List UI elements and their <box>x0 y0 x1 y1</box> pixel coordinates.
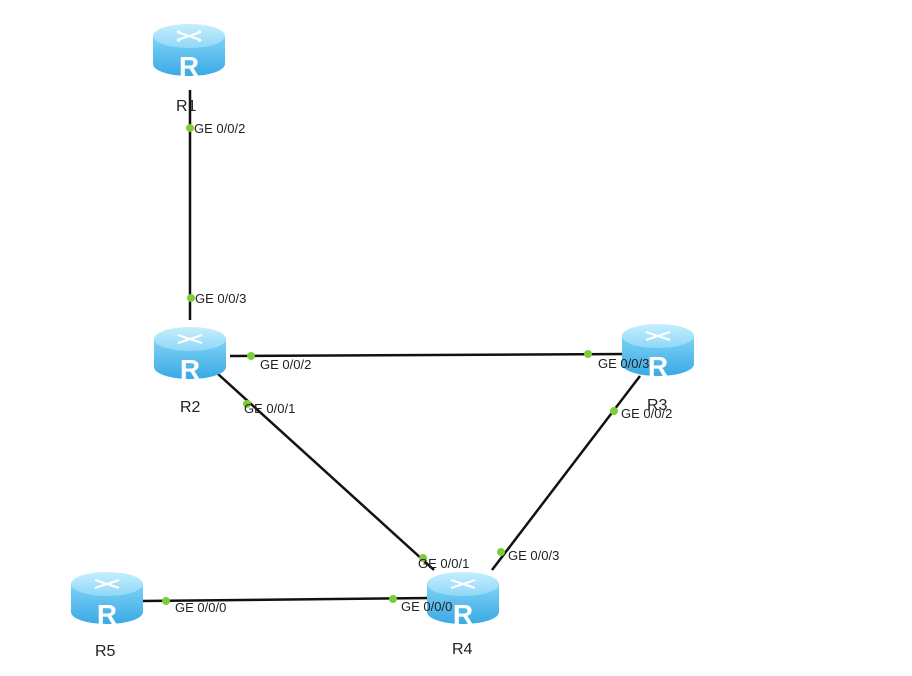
port-dot-r4-ge001 <box>419 554 427 562</box>
port-dot-r2-ge001 <box>243 400 251 408</box>
port-label-r2-ge002: GE 0/0/2 <box>260 357 311 372</box>
router-r5[interactable]: R <box>71 572 143 630</box>
router-r3[interactable]: R <box>622 324 694 382</box>
port-label-r3-ge002: GE 0/0/2 <box>621 406 672 421</box>
port-label-r1-ge002: GE 0/0/2 <box>194 121 245 136</box>
router-r4[interactable]: R <box>427 572 499 630</box>
router-icon: R <box>622 324 694 382</box>
router-label-r2: R2 <box>180 399 201 416</box>
port-label-r2-ge003: GE 0/0/3 <box>195 291 246 306</box>
port-dot-r4-ge003 <box>497 548 505 556</box>
svg-text:R: R <box>648 351 668 382</box>
link-r2-r3[interactable] <box>229 352 629 358</box>
router-label-r1: R1 <box>176 98 197 115</box>
port-label-r4-ge003: GE 0/0/3 <box>508 548 559 563</box>
port-dot-r5-ge000 <box>162 597 170 605</box>
router-icon: R <box>153 24 225 82</box>
port-dot-r3-ge003 <box>584 350 592 358</box>
router-label-r5: R5 <box>95 643 116 660</box>
port-dot-r2-ge002 <box>247 352 255 360</box>
router-icon: R <box>71 572 143 630</box>
port-label-r2-ge001: GE 0/0/1 <box>244 401 295 416</box>
router-r2[interactable]: R <box>154 327 226 385</box>
link-r3-r4[interactable] <box>491 375 641 571</box>
link-r5-r4[interactable] <box>141 596 433 603</box>
link-r2-r4[interactable] <box>217 373 435 571</box>
port-label-r3-ge003: GE 0/0/3 <box>598 356 649 371</box>
svg-text:R: R <box>180 354 200 385</box>
router-label-r3: R3 <box>647 397 668 414</box>
port-dot-r4-ge000 <box>389 595 397 603</box>
port-dot-r2-ge003 <box>187 294 195 302</box>
port-dot-r3-ge002 <box>610 407 618 415</box>
router-icon: R <box>154 327 226 385</box>
port-dot-r1-ge002 <box>186 124 194 132</box>
port-label-r4-ge000: GE 0/0/0 <box>401 599 452 614</box>
router-label-r4: R4 <box>452 641 473 658</box>
port-label-r4-ge001: GE 0/0/1 <box>418 556 469 571</box>
svg-text:R: R <box>179 51 199 82</box>
svg-text:R: R <box>97 599 117 630</box>
port-label-r5-ge000: GE 0/0/0 <box>175 600 226 615</box>
svg-text:R: R <box>453 599 473 630</box>
router-r1[interactable]: R <box>153 24 225 82</box>
port-dots <box>162 124 618 605</box>
router-icon: R <box>427 572 499 630</box>
